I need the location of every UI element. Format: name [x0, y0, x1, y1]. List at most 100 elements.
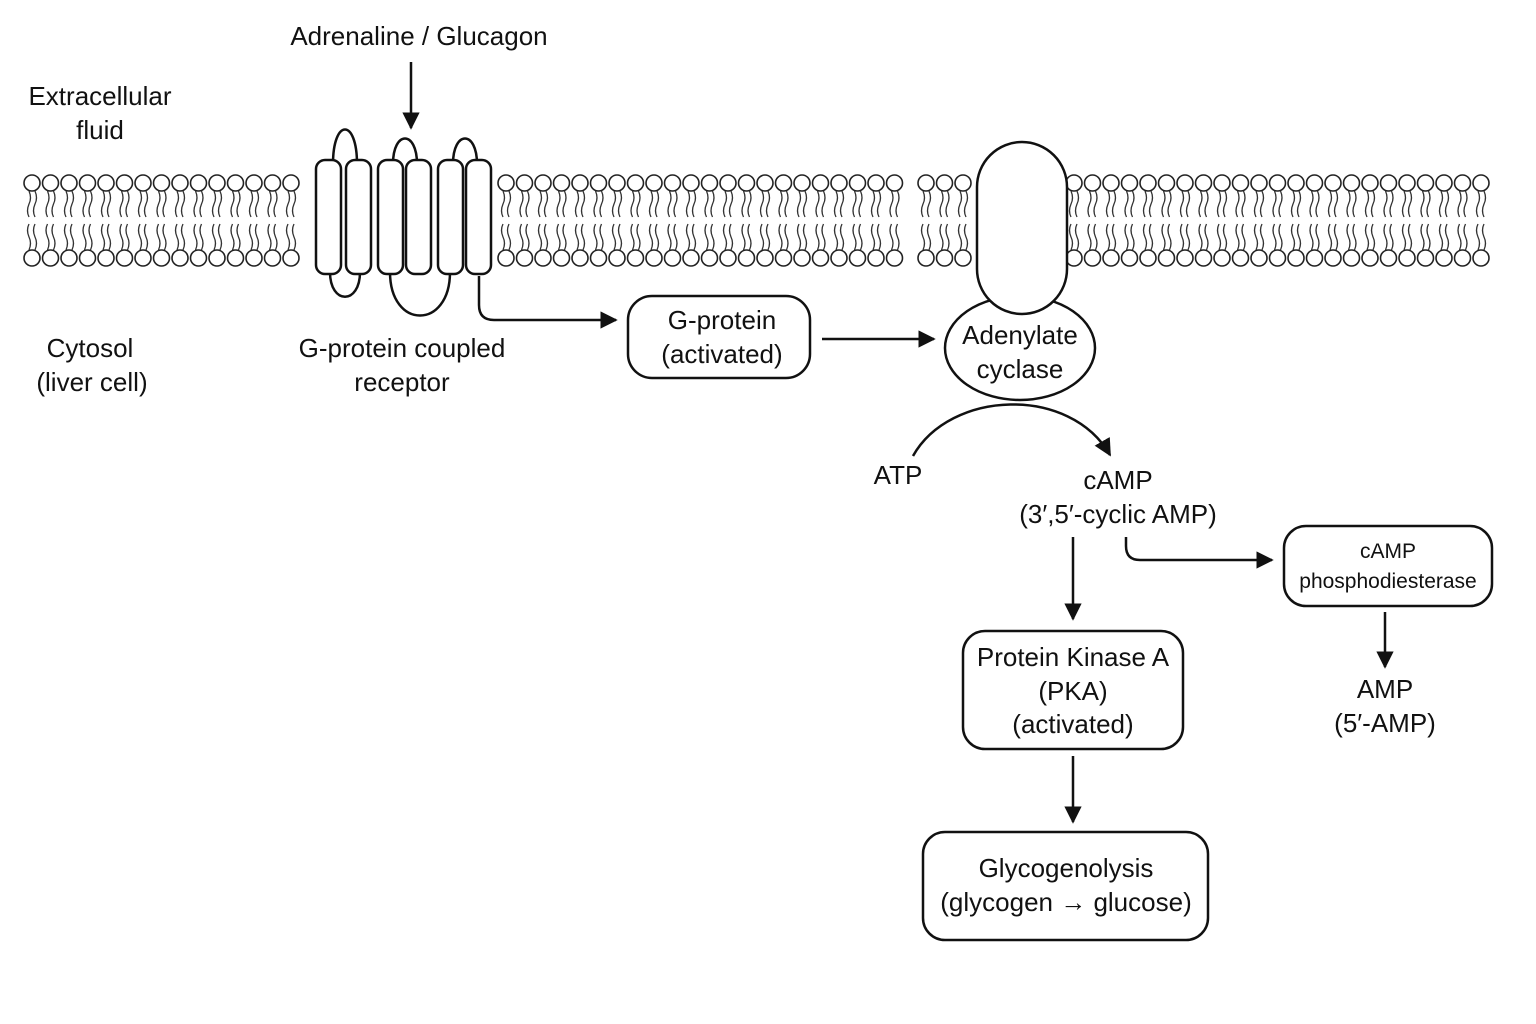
lipid-tail [82, 190, 87, 218]
lipid-head [1472, 249, 1490, 267]
lipid-tail [1333, 190, 1339, 218]
lipid-tail [537, 223, 543, 251]
lipid-head [682, 249, 700, 267]
lipid-tail [119, 223, 124, 251]
lipid-tail [230, 190, 235, 218]
adenylate-cyclase-node: Adenylate cyclase [943, 140, 1097, 402]
lipid-tail [162, 190, 167, 218]
lipid-head [1065, 174, 1083, 192]
lipid-tail [963, 190, 969, 218]
lipid-tail [778, 190, 783, 218]
lipid-head [700, 174, 719, 192]
lipid-tail [654, 190, 660, 218]
lipid-tail [254, 190, 260, 218]
pka-label-line3: (activated) [1012, 709, 1133, 739]
lipid-head [1157, 249, 1176, 267]
lipid-tail [1185, 223, 1191, 251]
lipid-tail [156, 223, 161, 251]
lipid-tail [1309, 223, 1314, 251]
lipid-head [1268, 249, 1287, 267]
lipid-head [1231, 249, 1250, 267]
lipid-tail [654, 223, 660, 251]
lipid-tail [1370, 190, 1376, 218]
lipid-tail [193, 223, 198, 251]
cytosol-label-line1: Cytosol [47, 333, 134, 363]
lipid-head [1342, 174, 1361, 192]
lipid-head [78, 249, 97, 267]
lipid-head [1472, 174, 1490, 192]
lipid-tail [217, 223, 223, 251]
lipid-head [115, 249, 134, 267]
lipid-tail [1457, 190, 1462, 218]
lipid-tail [876, 190, 882, 218]
lipid-head [719, 249, 737, 267]
lipid-tail [1463, 190, 1468, 218]
pka-node: Protein Kinase A (PKA) (activated) [961, 629, 1185, 751]
lipid-tail [100, 190, 106, 218]
lipid-tail [500, 223, 506, 251]
lipid-tail [1074, 223, 1080, 251]
lipid-tail [1179, 190, 1185, 218]
lipid-tail [1093, 190, 1098, 218]
lipid-tail [945, 190, 950, 218]
lipid-tail [593, 223, 598, 251]
lipid-tail [199, 190, 204, 218]
lipid-tail [1167, 190, 1172, 218]
lipid-tail [1148, 190, 1154, 218]
lipid-head [1398, 249, 1416, 267]
lipid-tail [858, 190, 863, 218]
lipid-tail [506, 190, 512, 218]
lipid-tail [704, 190, 709, 218]
lipid-tail [174, 190, 180, 218]
gpcr-loop-extracellular-3 [451, 137, 479, 165]
lipid-tail [1111, 223, 1117, 251]
lipid-tail [920, 190, 926, 218]
lipid-tail [88, 190, 93, 218]
lipid-tail [63, 223, 69, 251]
lipid-head [571, 174, 589, 192]
lipid-head [1268, 174, 1287, 192]
lipid-head [60, 249, 78, 267]
lipid-head [41, 249, 60, 267]
arrow-atp-to-camp [911, 403, 1112, 457]
extracellular-label-line1: Extracellular [28, 81, 171, 111]
lipid-tail [537, 190, 543, 218]
lipid-tail [180, 223, 186, 251]
lipid-tail [1130, 190, 1135, 218]
lipid-tail [1407, 223, 1413, 251]
lipid-tail [741, 190, 746, 218]
lipid-tail [1327, 223, 1333, 251]
lipid-head [1287, 174, 1305, 192]
lipid-tail [1481, 223, 1487, 251]
lipid-head [1416, 174, 1435, 192]
lipid-tail [1259, 190, 1265, 218]
lipid-tail [1475, 223, 1481, 251]
lipid-tail [1426, 223, 1431, 251]
lipid-tail [506, 223, 512, 251]
lipid-head [1194, 174, 1213, 192]
lipid-tail [273, 223, 278, 251]
lipid-tail [852, 223, 857, 251]
amp-label-line1: AMP [1357, 674, 1413, 704]
lipid-head [1305, 174, 1324, 192]
lipid-tail [1389, 223, 1394, 251]
lipid-tail [1272, 190, 1277, 218]
lipid-tail [1296, 223, 1302, 251]
lipid-tail [1167, 223, 1172, 251]
lipid-tail [543, 190, 549, 218]
lipid-tail [1198, 223, 1203, 251]
lipid-tail [230, 223, 235, 251]
gpcr-receptor [314, 128, 493, 317]
lipid-tail [217, 190, 223, 218]
lipid-head [282, 249, 300, 267]
lipid-tail [156, 190, 161, 218]
lipid-tail [1161, 223, 1166, 251]
lipid-head [515, 174, 534, 192]
lipid-tail [88, 223, 93, 251]
lipid-tail [1315, 190, 1320, 218]
lipid-tail [691, 223, 697, 251]
lipid-head [41, 174, 60, 192]
lipid-head [719, 174, 737, 192]
lipid-tail [519, 190, 524, 218]
lipid-tail [815, 190, 820, 218]
